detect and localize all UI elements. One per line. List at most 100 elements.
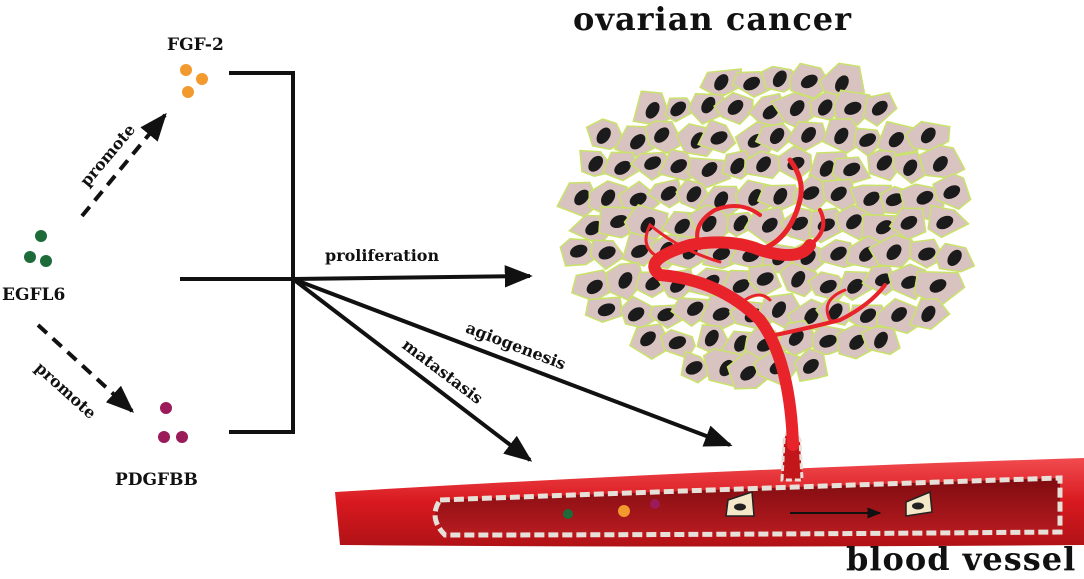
cell-nucleus [900, 215, 918, 230]
cell-nucleus [859, 133, 876, 147]
circulating-tumor-cell [905, 490, 933, 517]
pdgfbb-label: PDGFBB [115, 470, 198, 490]
cell-nucleus [740, 366, 757, 381]
cell-nucleus [629, 192, 647, 207]
cell-nucleus [756, 272, 774, 286]
cell-nucleus [761, 217, 778, 233]
cell-nucleus [771, 301, 787, 318]
cell-nucleus [685, 361, 703, 375]
cell-nucleus [769, 127, 785, 145]
cell-nucleus [803, 359, 819, 374]
cell-nucleus [789, 100, 805, 117]
cell-nucleus [687, 301, 704, 316]
cell-nucleus [847, 278, 863, 294]
cell-nucleus [660, 186, 677, 201]
cell-nucleus [674, 218, 690, 234]
cell-nucleus [588, 155, 604, 172]
cell-nucleus [596, 127, 611, 144]
proliferation-arrow [292, 265, 533, 288]
cell-nucleus [701, 96, 716, 114]
cell-nucleus [712, 247, 731, 261]
cell-nucleus [943, 185, 961, 199]
cell-nucleus [819, 279, 837, 294]
cell-nucleus [585, 220, 602, 236]
cell-nucleus [885, 193, 904, 207]
cell-nucleus [712, 307, 730, 321]
cell-nucleus [876, 155, 893, 171]
fgf2-particle [618, 505, 630, 517]
cell-nucleus [762, 104, 779, 120]
cell-nucleus [601, 189, 616, 206]
cell-nucleus [772, 70, 787, 88]
cell-nucleus [888, 131, 905, 148]
cell-nucleus [804, 307, 819, 325]
circulating-tumor-cell [725, 490, 755, 517]
cell-nucleus [668, 336, 687, 350]
cell-nucleus [844, 101, 862, 115]
cell-nucleus [730, 157, 745, 175]
pdgfbb-molecules [158, 402, 188, 443]
cell-nucleus [610, 214, 628, 229]
cell-nucleus [891, 307, 907, 322]
cell-nucleus [640, 331, 656, 347]
cell-nucleus [859, 308, 877, 323]
cell-nucleus [903, 159, 918, 176]
cell-nucleus [773, 187, 788, 205]
cell-nucleus [819, 160, 834, 177]
cell-nucleus [574, 189, 590, 206]
cell-nucleus [846, 214, 862, 230]
cell-nucleus [875, 220, 893, 235]
cell-nucleus [830, 186, 847, 202]
cell-nucleus [843, 162, 861, 177]
cell-nucleus [727, 99, 744, 115]
cell-nucleus [828, 303, 843, 320]
cell-nucleus [886, 244, 902, 261]
cell-nucleus [640, 216, 656, 233]
cell-nucleus [644, 156, 662, 170]
cell-nucleus [714, 74, 729, 91]
cell-nucleus [701, 162, 718, 177]
cell-nucleus [947, 249, 962, 266]
cell-nucleus [874, 331, 888, 349]
cell-nucleus [614, 160, 631, 175]
egfl6-molecules [24, 230, 52, 267]
cell-nucleus [921, 305, 936, 323]
cell-nucleus [819, 334, 837, 348]
promote-arrow-bottom [36, 323, 135, 413]
cell-nucleus [627, 307, 645, 322]
promote-arrow-top [80, 112, 167, 218]
egfl6-label: EGFL6 [2, 285, 66, 305]
cell-nucleus [920, 127, 936, 144]
cell-nucleus [756, 156, 771, 173]
pdgfbb-particle [650, 499, 660, 509]
cell-nucleus [586, 279, 603, 295]
cell-nucleus [834, 127, 849, 145]
cell-nucleus [802, 186, 820, 200]
blood-vessel-graphic [335, 428, 1084, 547]
cell-nucleus [874, 273, 893, 287]
cell-nucleus [686, 186, 702, 203]
cell-nucleus [788, 330, 804, 346]
combine-bracket [229, 71, 295, 434]
cell-nucleus [849, 334, 865, 350]
cell-nucleus [670, 101, 687, 117]
cell-nucleus [598, 246, 616, 260]
cell-nucleus [936, 215, 954, 230]
tumor-vasculature [644, 157, 887, 451]
cell-nucleus [871, 100, 888, 116]
fgf2-molecules [180, 64, 208, 98]
cell-nucleus [817, 99, 833, 116]
cell-nucleus [630, 134, 646, 150]
cell-nucleus [710, 131, 728, 145]
cell-nucleus [791, 271, 806, 288]
cell-nucleus [932, 156, 948, 172]
cell-nucleus [863, 191, 880, 206]
cell-nucleus [670, 159, 687, 174]
blood-vessel-title: blood vessel [846, 540, 1077, 578]
cell-nucleus [801, 127, 816, 143]
tumor-cell-cluster [556, 62, 976, 390]
cell-nucleus [704, 329, 719, 347]
cell-nucleus [916, 190, 934, 205]
cell-nucleus [835, 75, 849, 93]
